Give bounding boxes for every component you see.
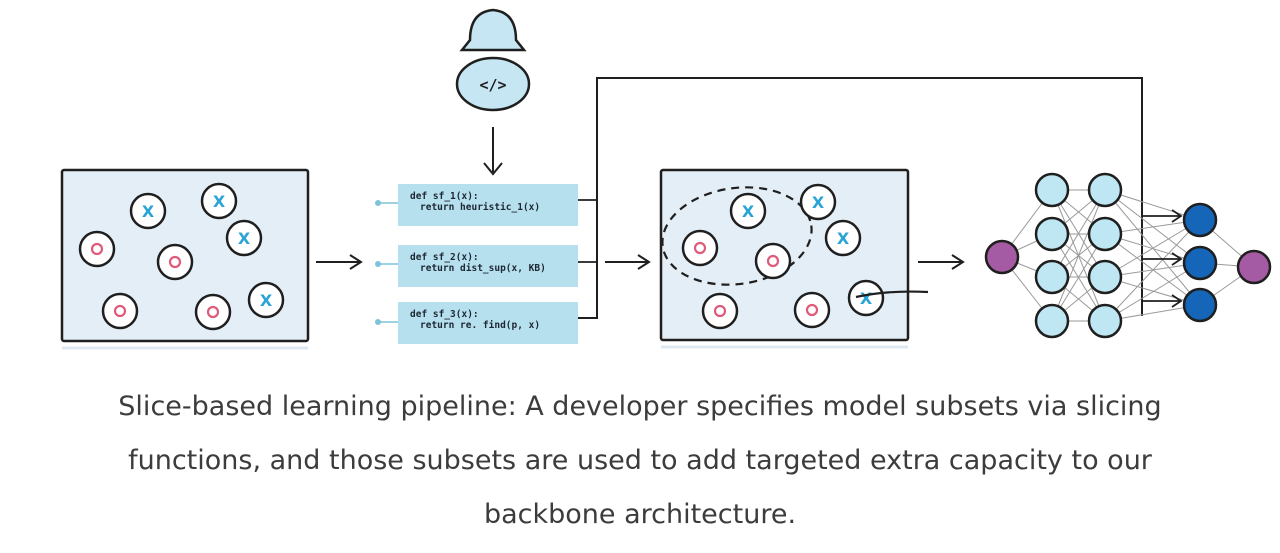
hidden-node-layer-1 xyxy=(1034,172,1070,208)
hidden-node-layer-2 xyxy=(1087,303,1123,339)
sf1-return: return heuristic_1(x) xyxy=(420,202,541,213)
hidden-node-layer-1 xyxy=(1034,216,1070,252)
data-point-o xyxy=(701,292,739,330)
data-point-o xyxy=(194,293,232,331)
misclassified-strike xyxy=(855,290,929,299)
slice-head-node xyxy=(1182,245,1218,281)
data-point-x: X xyxy=(824,219,862,257)
svg-text:X: X xyxy=(238,229,251,248)
svg-text:X: X xyxy=(812,193,825,212)
developer-icon: </> xyxy=(455,8,531,112)
data-point-x: X xyxy=(225,219,263,257)
arrow-functions-to-slices xyxy=(605,254,651,270)
slicing-function-2: def sf_2(x): return dist_sup(x, KB) xyxy=(398,245,578,287)
caption-line-3: backbone architecture. xyxy=(483,499,797,530)
slicing-function-3: def sf_3(x): return re. find(p, x) xyxy=(398,302,578,344)
sf3-def: def sf_3(x): xyxy=(410,309,479,320)
hidden-node-layer-1 xyxy=(1034,303,1070,339)
data-point-x: X xyxy=(799,183,837,221)
slice-head-node xyxy=(1182,202,1218,238)
caption-line-1: Slice-based learning pipeline: A develop… xyxy=(118,391,1162,422)
hidden-node-layer-1 xyxy=(1034,259,1070,295)
data-point-o xyxy=(754,242,792,280)
data-point-o xyxy=(156,243,194,281)
svg-text:X: X xyxy=(860,289,873,308)
svg-text:X: X xyxy=(742,202,755,221)
data-point-o xyxy=(78,230,116,268)
diagram-canvas: </> xyxy=(60,8,1272,350)
sf2-return: return dist_sup(x, KB) xyxy=(420,263,546,274)
arrow-data-to-functions xyxy=(316,254,363,270)
data-point-x: X xyxy=(729,192,767,230)
svg-text:X: X xyxy=(213,192,226,211)
slice-capacity-route xyxy=(571,77,1143,319)
svg-text:X: X xyxy=(142,202,155,221)
sf2-def: def sf_2(x): xyxy=(410,252,479,263)
slicing-function-1: def sf_1(x): return heuristic_1(x) xyxy=(398,184,578,226)
slice-head-node xyxy=(1182,287,1218,323)
code-symbol-label: </> xyxy=(479,76,506,94)
backbone-network xyxy=(984,172,1272,339)
data-point-x: X xyxy=(247,281,285,319)
data-point-o xyxy=(681,229,719,267)
data-point-x: X xyxy=(200,182,238,220)
hidden-node-layer-2 xyxy=(1087,259,1123,295)
hidden-node-layer-2 xyxy=(1087,172,1123,208)
data-point-x: X xyxy=(847,279,885,317)
pipeline-diagram: </> xyxy=(60,8,1272,350)
data-point-o xyxy=(793,291,831,329)
code-input-connectors xyxy=(375,200,398,325)
figure-caption: Slice-based learning pipeline: A develop… xyxy=(0,380,1280,542)
svg-text:X: X xyxy=(260,291,273,310)
developer-down-arrow xyxy=(483,127,503,176)
hidden-node-layer-2 xyxy=(1087,216,1123,252)
output-node xyxy=(1236,249,1272,285)
input-node xyxy=(984,239,1020,275)
svg-text:X: X xyxy=(837,229,850,248)
sf1-def: def sf_1(x): xyxy=(410,191,479,202)
sf3-return: return re. find(p, x) xyxy=(420,320,541,331)
arrow-slices-to-network xyxy=(918,254,965,270)
data-point-o xyxy=(101,292,139,330)
data-point-x: X xyxy=(129,192,167,230)
caption-line-2: functions, and those subsets are used to… xyxy=(128,445,1152,476)
